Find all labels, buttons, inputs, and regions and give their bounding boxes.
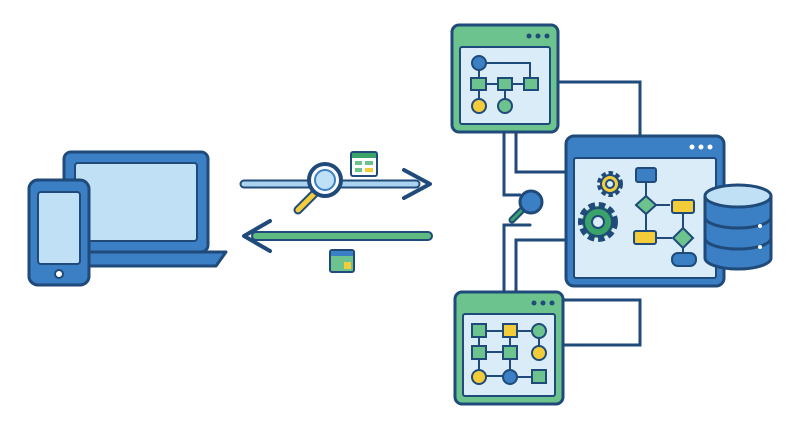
document-icon <box>329 249 355 273</box>
table-document-icon <box>350 151 378 177</box>
laptop-icon <box>56 150 228 268</box>
magnifier-icon <box>293 162 343 215</box>
arrow-left-icon <box>242 219 433 253</box>
connector-magnifier-icon <box>508 189 544 224</box>
flowchart-icon <box>633 167 697 267</box>
service-window-top <box>450 23 560 134</box>
service-window-bottom <box>453 290 565 406</box>
workflow-chart-icon <box>471 323 547 385</box>
service-window-main <box>564 134 726 288</box>
workflow-chart-icon <box>470 55 539 114</box>
connector-lines <box>502 80 642 347</box>
database-icon <box>703 183 773 271</box>
gear-icon <box>578 202 618 242</box>
smartphone-front <box>27 178 91 287</box>
gear-icon <box>597 171 623 197</box>
